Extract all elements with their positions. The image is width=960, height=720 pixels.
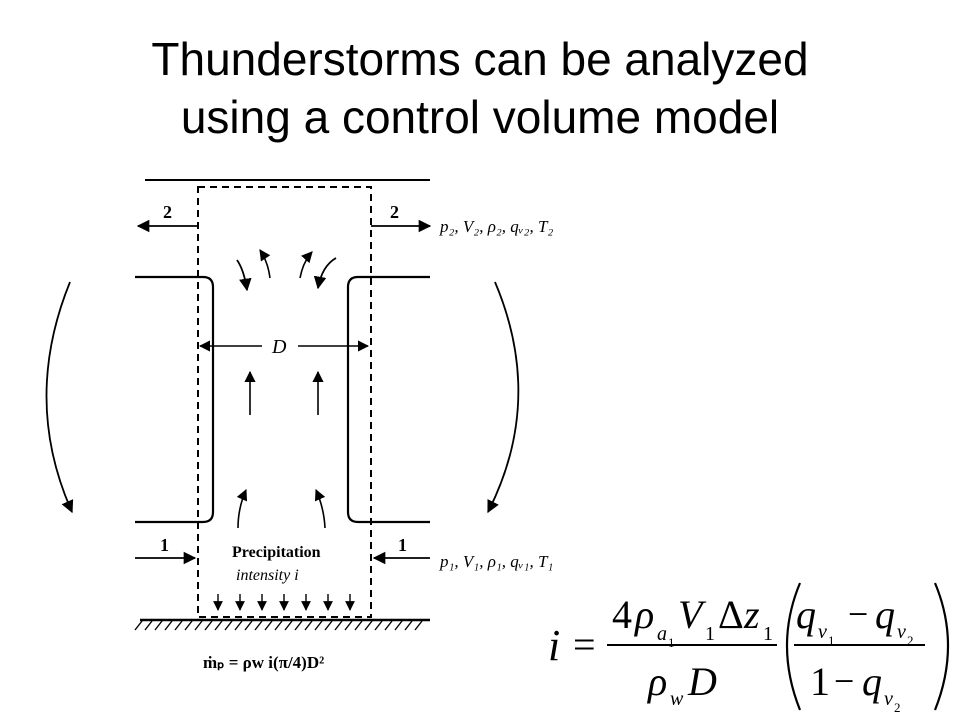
eq-num2-q2: q [875,592,895,637]
ground-hatch-mark [304,620,313,631]
eq-num1-delta: Δ [718,592,744,637]
precipitation-drops [213,594,355,611]
eq-num2-q2-sub-v: v [897,621,906,643]
ground-hatching [134,620,423,631]
left-wall-boundary [135,275,215,524]
ground-hatch-mark [174,620,183,631]
eq-num1-sub-a: a [657,623,667,645]
inflow-label-right: 1 [398,535,407,555]
ground-hatch-mark [244,620,253,631]
ground-hatch-mark [344,620,353,631]
eq-equals: = [573,622,596,667]
ground-hatch-mark [404,620,413,631]
precipitation-intensity-label: intensity i [236,567,299,584]
ground-hatch-mark [294,620,303,631]
eq-num1-rho: ρ [633,592,654,637]
ground-hatch-mark [224,620,233,631]
ground-hatch-mark [374,620,383,631]
right-wall-boundary [346,275,430,524]
eq-den1-D: D [687,659,717,704]
left-circulation-arc [45,281,74,514]
outflow-variables: p₂, V₂, ρ₂, qᵥ₂, T₂ [439,217,553,236]
eq-num2-q1-sub-v: v [818,621,827,643]
outflow-label-left: 2 [163,202,172,222]
eq-left-paren [785,582,802,711]
eq-num1-V-sub1: 1 [705,623,715,645]
precipitation-label: Precipitation [232,544,321,561]
title-line-2: using a control volume model [180,91,780,143]
eq-num1-sub-a1: 1 [668,635,675,650]
eq-num1-z: z [743,592,760,637]
lower-left-curved-arrow [236,488,248,529]
eq-den2-q: q [862,659,882,704]
precipitation-equation: i = 4 ρ a 1 V 1 Δ z 1 ρ w D q v 1 − q v … [548,582,950,715]
ground-hatch-mark [284,620,293,631]
ground-hatch-mark [164,620,173,631]
eq-num2-q1-sub-1: 1 [828,633,835,648]
slide-title: Thunderstorms can be analyzed using a co… [0,30,960,146]
title-line-1: Thunderstorms can be analyzed [151,33,809,85]
ground-hatch-mark [414,620,423,631]
ground-hatch-mark [154,620,163,631]
ground-hatch-mark [314,620,323,631]
mass-flux-formula: ṁₚ = ρw i(π/4)D² [203,653,324,672]
ground-hatch-mark [254,620,263,631]
ground-hatch-mark [364,620,373,631]
ground-hatch-mark [324,620,333,631]
right-circulation-arc [487,281,520,514]
eq-num2-q2-sub-2: 2 [907,633,914,648]
eq-den2-sub-2: 2 [894,700,901,715]
ground-hatch-mark [354,620,363,631]
ground-hatch-mark [204,620,213,631]
inflow-variables: p₁, V₁, ρ₁, qᵥ₁, T₁ [439,552,553,571]
eq-num1-z-sub1: 1 [763,623,773,645]
upper-center-right-arrow [299,251,313,279]
upper-right-curved-arrow [313,257,337,290]
eq-lhs: i [548,621,560,670]
ground-hatch-mark [334,620,343,631]
ground-hatch-mark [394,620,403,631]
ground-hatch-mark [184,620,193,631]
control-volume-dashed-box [197,186,372,618]
upper-left-curved-arrow [236,259,252,292]
ground-hatch-mark [274,620,283,631]
ground-hatch-mark [384,620,393,631]
eq-num1-V: V [678,592,707,637]
ground-hatch-mark [134,620,143,631]
eq-num2-minus: − [848,594,868,634]
ground-hatch-mark [234,620,243,631]
outflow-label-right: 2 [390,202,399,222]
eq-den2-one: 1 [810,659,830,704]
eq-den1-rho: ρ [646,659,667,704]
ground-hatch-mark [264,620,273,631]
ground-hatch-mark [144,620,153,631]
eq-right-paren [933,582,950,711]
ground-hatch-mark [194,620,203,631]
inflow-label-left: 1 [160,535,169,555]
eq-num1-coef: 4 [612,592,632,637]
diameter-label: D [271,336,287,358]
eq-den2-sub-v: v [884,688,893,710]
eq-num2-q1: q [796,592,816,637]
ground-hatch-mark [214,620,223,631]
lower-right-curved-arrow [314,488,326,529]
eq-den2-minus: − [834,661,854,701]
eq-den1-sub-w: w [670,688,684,710]
upper-center-left-arrow [259,249,271,279]
